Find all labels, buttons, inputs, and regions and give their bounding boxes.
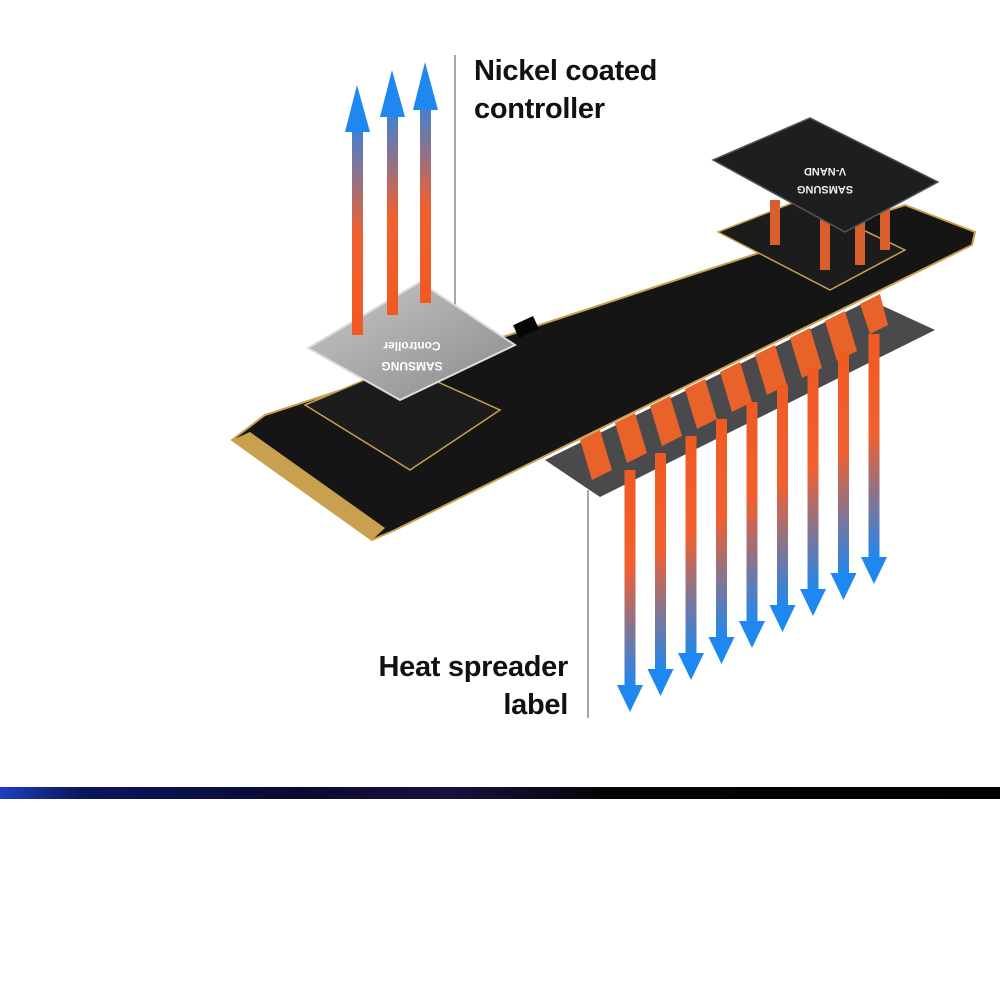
nand-heat-pillars <box>770 195 890 270</box>
controller-callout: Nickel coated controller <box>474 52 657 128</box>
up-arrow <box>345 85 370 335</box>
down-arrow <box>708 419 735 664</box>
bottom-banner-strip <box>0 787 1000 799</box>
down-arrow <box>647 453 674 696</box>
controller-callout-line1: Nickel coated <box>474 55 658 87</box>
down-arrow <box>769 385 796 632</box>
down-arrow <box>739 402 765 648</box>
down-arrow <box>617 470 643 712</box>
down-arrow <box>861 334 887 584</box>
down-arrow <box>678 436 704 680</box>
controller-brand-text: SAMSUNG <box>381 359 442 373</box>
down-arrow <box>830 351 857 600</box>
down-arrow <box>800 368 826 616</box>
nand-chip <box>711 117 940 233</box>
nand-name-text: V-NAND <box>804 165 846 177</box>
up-arrows <box>345 62 438 335</box>
controller-name-text: Controller <box>383 339 441 353</box>
heatspreader-callout-line2: label <box>503 689 568 721</box>
heatspreader-callout-line1: Heat spreader <box>378 651 568 683</box>
heatspreader-callout: Heat spreader label <box>378 648 568 724</box>
controller-callout-line2: controller <box>474 93 605 125</box>
down-arrows <box>617 334 887 712</box>
up-arrow <box>413 62 438 303</box>
up-arrow <box>380 70 405 315</box>
component <box>513 316 539 338</box>
controller-chip <box>305 280 518 402</box>
connector-edge <box>232 432 385 540</box>
thermal-fins <box>580 294 888 480</box>
nand-brand-text: SAMSUNG <box>797 183 853 195</box>
